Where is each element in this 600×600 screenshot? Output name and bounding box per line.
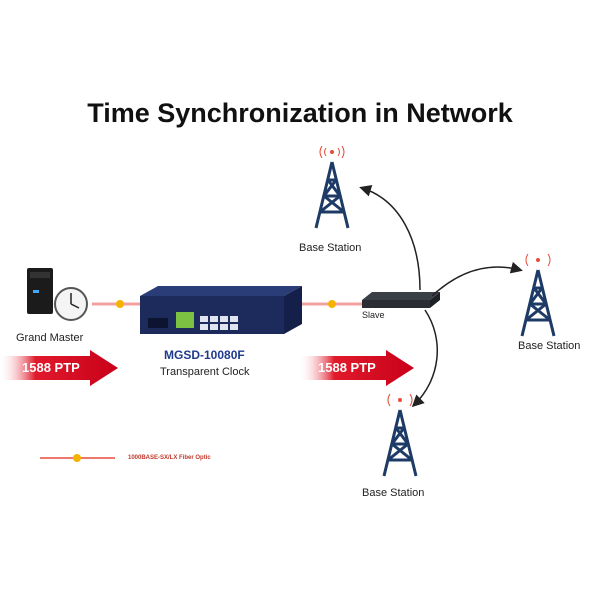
grand-master-device <box>27 268 88 321</box>
ptp-arrow-right <box>300 350 414 386</box>
transparent-clock-label: Transparent Clock <box>160 366 250 378</box>
link-arrow-right <box>431 261 523 297</box>
fiber-node <box>116 300 124 308</box>
link-arrow-bottom <box>411 309 438 408</box>
base-station-tower-icon <box>520 253 556 337</box>
base-station-label: Base Station <box>362 487 425 499</box>
transparent-clock-switch <box>140 286 302 334</box>
base-station-tower-icon <box>314 145 350 229</box>
ptp-arrow-left <box>0 350 118 386</box>
transparent-clock-model: MGSD-10080F <box>164 348 245 362</box>
fiber-node <box>328 300 336 308</box>
base-station-tower-icon <box>382 393 418 477</box>
page-title: Time Synchronization in Network <box>87 98 513 128</box>
legend-fiber-node <box>73 454 81 462</box>
base-station-label: Base Station <box>299 242 362 254</box>
slave-switch <box>362 292 440 308</box>
link-arrow-top <box>359 184 421 291</box>
ptp-arrow-label: 1588 PTP <box>22 360 80 375</box>
base-station-label: Base Station <box>518 340 581 352</box>
grand-master-label: Grand Master <box>16 332 84 344</box>
legend-label: 1000BASE-SX/LX Fiber Optic <box>128 455 211 461</box>
ptp-arrow-label: 1588 PTP <box>318 360 376 375</box>
slave-label: Slave <box>362 310 385 320</box>
